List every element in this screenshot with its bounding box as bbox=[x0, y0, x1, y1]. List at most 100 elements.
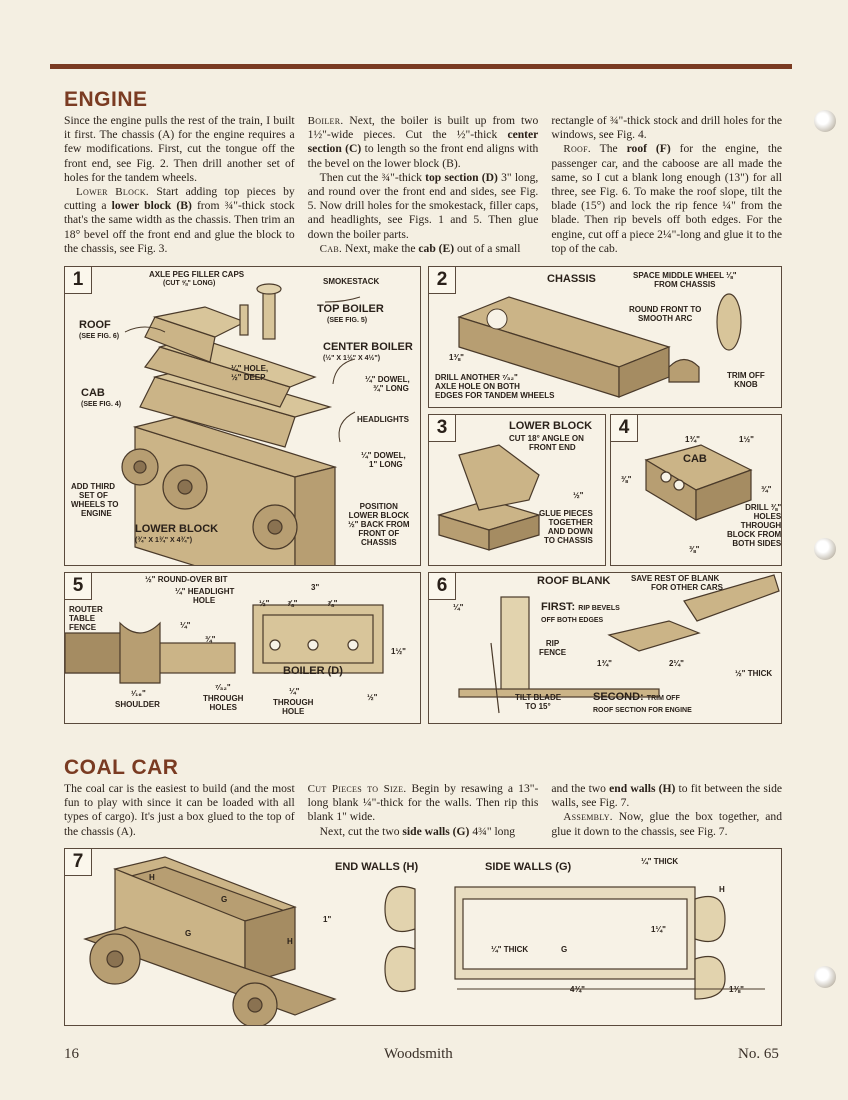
magazine-name: Woodsmith bbox=[384, 1046, 453, 1062]
label-space-middle-wheel: SPACE MIDDLE WHEEL ⅛"FROM CHASSIS bbox=[633, 271, 737, 289]
engine-drawing bbox=[121, 283, 361, 565]
label-hole: ¼" HOLE,½" DEEP bbox=[231, 364, 269, 382]
label-chassis: CHASSIS bbox=[547, 273, 596, 285]
label-center-boiler: CENTER BOILER(½" x 1½" x 4½") bbox=[323, 341, 413, 362]
dimension-label: ¾" bbox=[205, 635, 216, 644]
figure-number: 5 bbox=[65, 573, 92, 600]
dimension-label: 2¼" bbox=[669, 659, 684, 668]
figure-2: 2 CHASSIS SPACE MIDDLE WHEEL ⅛"FROM CHAS… bbox=[428, 266, 782, 408]
label-cab: CAB bbox=[683, 453, 707, 465]
figure-number: 7 bbox=[65, 849, 92, 876]
dimension-label: ⅞" bbox=[327, 599, 338, 608]
dimension-label: 1⅜" bbox=[729, 985, 744, 994]
label-dowel-2: ¼" DOWEL,1" LONG bbox=[361, 451, 406, 469]
label-smokestack: SMOKESTACK bbox=[323, 277, 380, 286]
label-roof: ROOF(SEE FIG. 6) bbox=[79, 319, 120, 340]
dimension-label: ¼" bbox=[180, 621, 191, 630]
paragraph: rectangle of ¾"-thick stock and drill ho… bbox=[551, 114, 783, 142]
dimension-label: 1½" bbox=[739, 435, 754, 444]
roof-blank-drawing bbox=[458, 574, 780, 714]
engine-text: Since the engine pulls the rest of the t… bbox=[64, 114, 782, 256]
dimension-label: ⁷⁄₃₂" bbox=[215, 683, 231, 692]
dimension-label: ¹⁄₁₆" bbox=[131, 689, 146, 698]
paragraph: Since the engine pulls the rest of the t… bbox=[64, 114, 295, 184]
figure-number: 3 bbox=[429, 415, 456, 442]
part-letter: H bbox=[287, 937, 293, 946]
coal-car-col-3: and the two end walls (H) to fit between… bbox=[551, 782, 782, 839]
coal-car-col-1: The coal car is the easiest to build (an… bbox=[64, 782, 295, 839]
paragraph: The coal car is the easiest to build (an… bbox=[64, 782, 295, 838]
dimension-label: ½" bbox=[573, 491, 584, 500]
issue-number: No. 65 bbox=[738, 1046, 779, 1062]
figure-number: 1 bbox=[65, 267, 92, 294]
label-lower-block: LOWER BLOCK(¾" x 1¾" x 4¾") bbox=[135, 523, 219, 544]
top-rule bbox=[50, 64, 792, 69]
figure-number: 6 bbox=[429, 573, 456, 600]
engine-col-2: Boiler. Next, the boiler is built up fro… bbox=[308, 114, 539, 256]
paragraph: Roof. The roof (F) for the engine, the p… bbox=[551, 142, 783, 255]
section-title-engine: ENGINE bbox=[64, 88, 148, 111]
label-quarter-thick: ¼" THICK bbox=[491, 945, 529, 954]
figure-number: 4 bbox=[611, 415, 638, 442]
paragraph: Next, cut the two side walls (G) 4¾" lon… bbox=[319, 824, 516, 838]
dimension-label: 1" bbox=[323, 915, 332, 924]
coal-car-text: The coal car is the easiest to build (an… bbox=[64, 782, 782, 839]
label-half-thick: ½" THICK bbox=[735, 669, 773, 678]
binder-hole bbox=[814, 110, 836, 132]
paragraph: Boiler. Next, the boiler is built up fro… bbox=[307, 114, 539, 170]
boiler-routing-drawing bbox=[65, 604, 384, 684]
dimension-label: 3" bbox=[311, 583, 320, 592]
part-letter: G bbox=[185, 929, 192, 938]
figure-number: 2 bbox=[429, 267, 456, 294]
dimension-label: ½" bbox=[367, 693, 378, 702]
chassis-drawing bbox=[457, 293, 742, 398]
binder-hole bbox=[814, 966, 836, 988]
dimension-label: ½" bbox=[259, 599, 270, 608]
label-headlights: HEADLIGHTS bbox=[357, 415, 409, 424]
paragraph: Lower Block. Start adding top pieces by … bbox=[64, 185, 295, 255]
label-boiler: BOILER (D) bbox=[283, 665, 343, 677]
section-title-coal-car: COAL CAR bbox=[64, 756, 179, 779]
engine-col-1: Since the engine pulls the rest of the t… bbox=[64, 114, 295, 256]
label-quarter-thick: ¼" THICK bbox=[641, 857, 679, 866]
part-letter: H bbox=[149, 873, 155, 882]
paragraph: Cab. Next, make the cab (E) out of a sma… bbox=[319, 241, 521, 255]
figure-7: 7 END WALLS (H) SIDE WALLS (G) ¼" THICK … bbox=[64, 848, 782, 1026]
part-letter: G bbox=[561, 945, 568, 954]
dimension-label: 1½" bbox=[391, 647, 406, 656]
label-axle-peg: AXLE PEG FILLER CAPS(CUT ⅝" LONG) bbox=[149, 270, 245, 287]
coal-car-drawing bbox=[83, 856, 765, 1025]
figure-1: 1 AXLE PEG FILLER CAPS(CUT ⅝" bbox=[64, 266, 421, 566]
dimension-label: ¼" bbox=[453, 603, 464, 612]
label-lower-block: LOWER BLOCK bbox=[509, 420, 593, 432]
dimension-label: ¼" bbox=[289, 687, 300, 696]
label-roof-blank: ROOF BLANK bbox=[537, 575, 611, 587]
dimension-label: ⅜" bbox=[689, 545, 700, 554]
dimension-label: ¾" bbox=[761, 485, 772, 494]
label-cab: CAB(SEE FIG. 4) bbox=[81, 387, 122, 408]
lower-block-drawing bbox=[436, 444, 542, 551]
label-end-walls: END WALLS (H) bbox=[335, 861, 419, 873]
dimension-label: 1¾" bbox=[597, 659, 612, 668]
engine-col-3: rectangle of ¾"-thick stock and drill ho… bbox=[551, 114, 782, 256]
paragraph: Cut Pieces to Size. Begin by resawing a … bbox=[307, 782, 539, 824]
paragraph: Then cut the ¾"-thick top section (D) 3"… bbox=[307, 170, 539, 241]
dimension-label: 1⅜" bbox=[449, 353, 464, 362]
coal-car-col-2: Cut Pieces to Size. Begin by resawing a … bbox=[308, 782, 539, 839]
